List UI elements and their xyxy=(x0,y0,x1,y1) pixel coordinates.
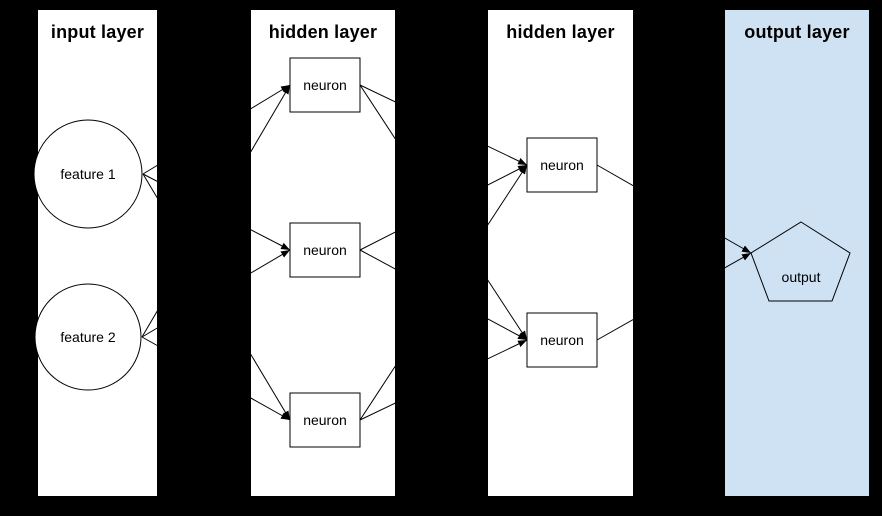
node-label-feature1: feature 1 xyxy=(60,166,116,182)
layer-panel-hidden2: hidden layer xyxy=(488,10,633,496)
layer-title-hidden1: hidden layer xyxy=(268,22,378,42)
edge-group xyxy=(141,84,752,421)
layer-panel-output: output layer xyxy=(725,10,869,496)
node-label-neuron5: neuron xyxy=(540,332,584,348)
layer-title-output: output layer xyxy=(744,22,850,42)
node-label-outputNode: output xyxy=(781,269,821,285)
node-label-neuron2: neuron xyxy=(303,242,347,258)
node-label-neuron3: neuron xyxy=(303,412,347,428)
node-label-feature2: feature 2 xyxy=(60,329,116,345)
layer-title-input: input layer xyxy=(50,22,145,42)
node-label-neuron4: neuron xyxy=(540,157,584,173)
node-label-neuron1: neuron xyxy=(303,77,347,93)
layer-title-hidden2: hidden layer xyxy=(506,22,615,42)
layer-panel-input: input layer xyxy=(38,10,157,496)
